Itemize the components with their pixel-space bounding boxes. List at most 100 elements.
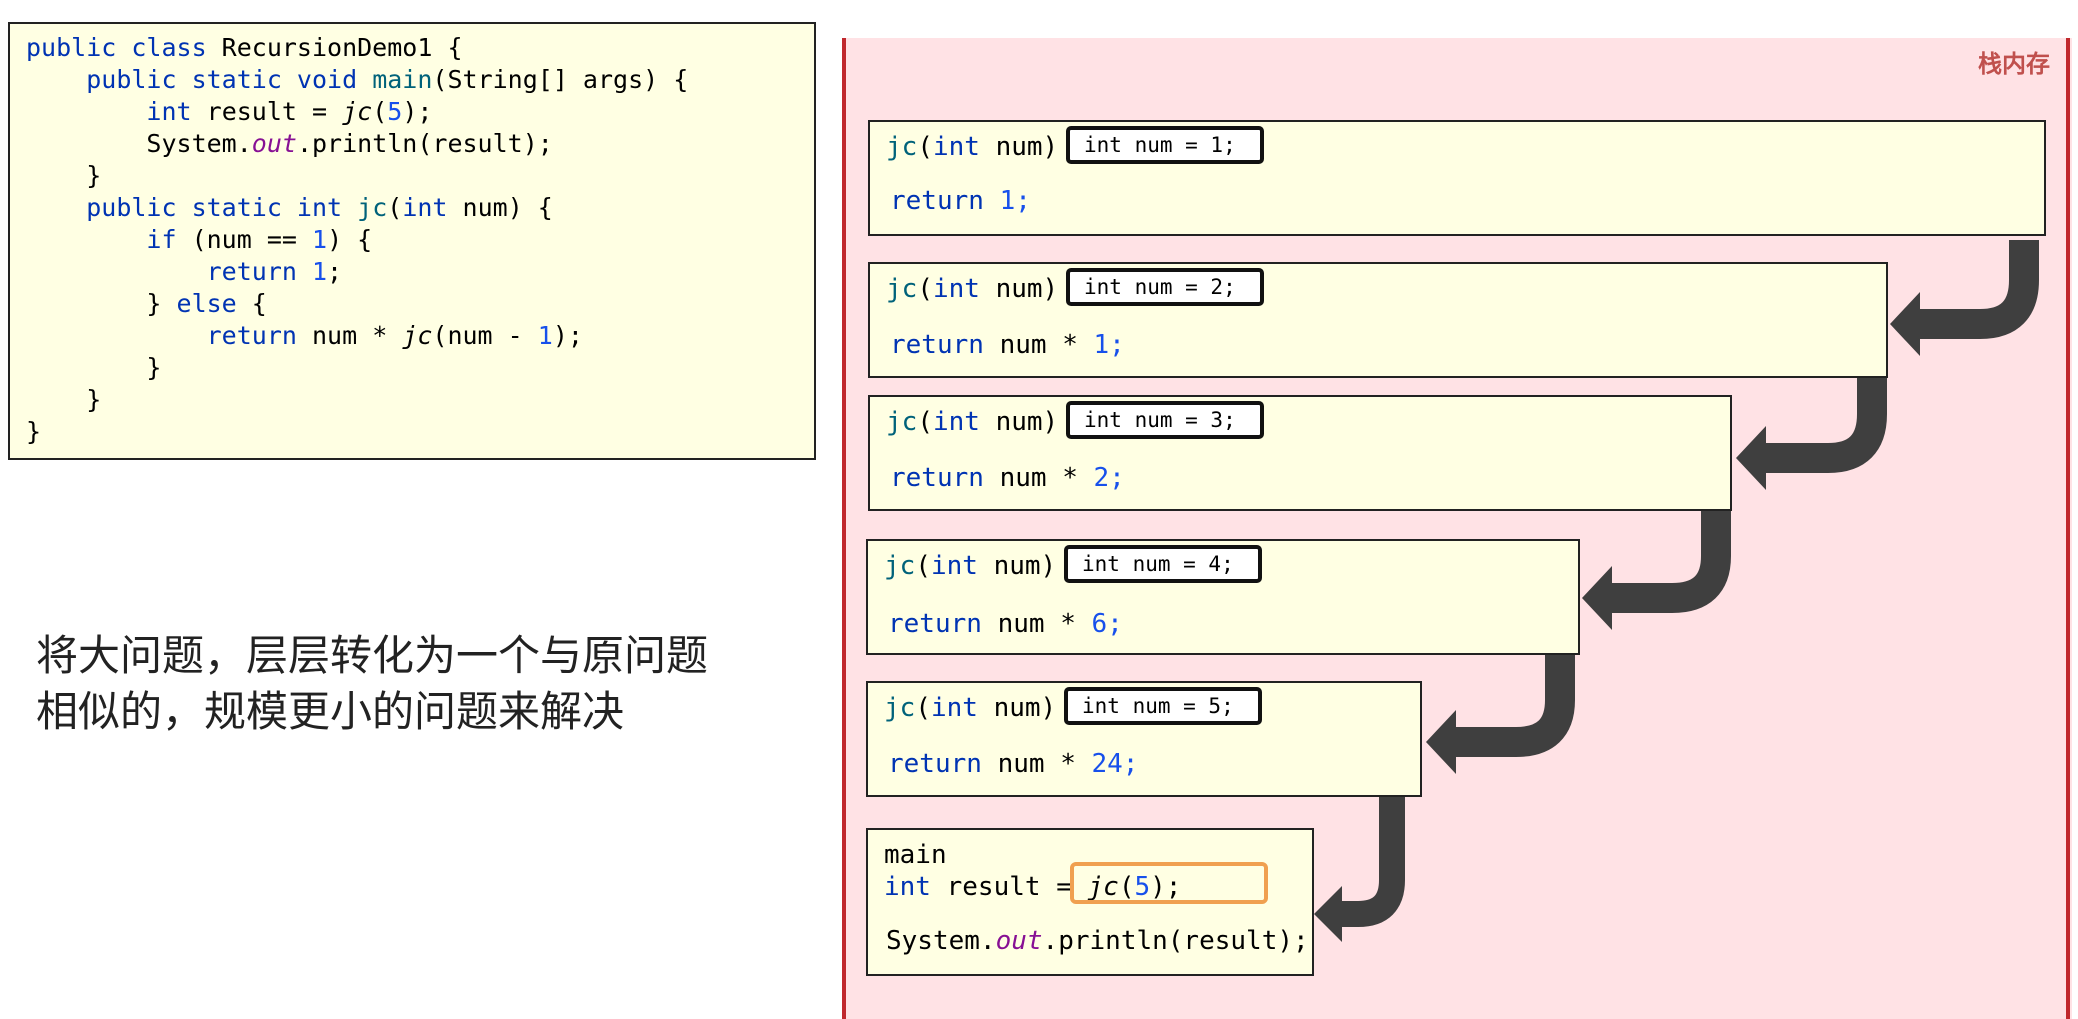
code-line: } xyxy=(26,160,101,192)
return-arrow-4-to-5 xyxy=(1456,655,1575,757)
frame-param-box: int num = 2; xyxy=(1066,268,1264,306)
frame-text: ( xyxy=(917,274,933,304)
code-text: ( xyxy=(372,97,388,126)
frame-return-value: 6; xyxy=(1091,609,1123,639)
code-line: public class RecursionDemo1 { xyxy=(26,32,463,64)
frame-text: .println(result); xyxy=(1042,926,1309,956)
arrowhead-icon xyxy=(1890,292,1920,356)
frame-param-box: int num = 1; xyxy=(1066,126,1264,164)
frame-text: ( xyxy=(917,132,933,162)
frame-keyword: int xyxy=(930,551,978,581)
frame-method: jc xyxy=(884,693,916,723)
frame-method: jc xyxy=(886,407,918,437)
code-call: jc xyxy=(402,321,433,350)
stack-right-border xyxy=(2066,38,2070,1019)
code-text: (num - xyxy=(432,321,538,350)
code-line: if (num == 1) { xyxy=(26,224,372,256)
code-text: { xyxy=(236,289,267,318)
frame-text: System. xyxy=(886,926,996,956)
code-call: jc xyxy=(342,97,373,126)
description-line: 相似的，规模更小的问题来解决 xyxy=(36,687,625,736)
frame-return-value: 1; xyxy=(1093,330,1125,360)
call-highlight-box xyxy=(1070,862,1268,904)
frame-keyword: return xyxy=(890,463,984,493)
frame-text: result = xyxy=(930,872,1088,902)
code-keyword: else xyxy=(176,289,237,318)
frame-method: jc xyxy=(886,132,918,162)
code-text: } xyxy=(146,289,177,318)
frame-text: ( xyxy=(917,407,933,437)
frame-return: return num * 2; xyxy=(890,461,1125,495)
arrowhead-icon xyxy=(1426,710,1456,774)
code-text: num * xyxy=(311,321,403,350)
frame-return: return num * 6; xyxy=(888,607,1123,641)
code-text: ( xyxy=(387,193,403,222)
code-keyword: public static int xyxy=(86,193,358,222)
frame-text: num) xyxy=(979,132,1059,162)
frame-keyword: return xyxy=(890,330,984,360)
frame-param-box: int num = 5; xyxy=(1064,687,1262,725)
code-line: return 1; xyxy=(26,256,342,288)
code-keyword: if xyxy=(146,225,192,254)
stack-title: 栈内存 xyxy=(1978,50,2050,78)
description-text: 将大问题，层层转化为一个与原问题 相似的，规模更小的问题来解决 xyxy=(36,628,796,740)
stack-frame-jc-2: jc(int num) int num = 2; return num * 1; xyxy=(868,262,1888,378)
main-frame-print: System.out.println(result); xyxy=(886,924,1309,958)
frame-call: jc xyxy=(1087,872,1119,902)
frame-text: num * xyxy=(981,749,1092,779)
frame-keyword: return xyxy=(888,609,982,639)
frame-return-value: 2; xyxy=(1093,463,1125,493)
code-text: ); xyxy=(402,97,433,126)
stack-frame-jc-1: jc(int num) int num = 1; return 1; xyxy=(868,120,2046,236)
frame-text: num) xyxy=(977,551,1057,581)
frame-text: num) xyxy=(979,407,1059,437)
stack-left-border xyxy=(842,38,846,1019)
frame-keyword: int xyxy=(932,274,980,304)
code-keyword: int xyxy=(146,97,207,126)
frame-text: ( xyxy=(915,693,931,723)
frame-signature: jc(int num) xyxy=(886,272,1058,306)
stack-frame-jc-5: jc(int num) int num = 5; return num * 24… xyxy=(866,681,1422,797)
frame-keyword: int xyxy=(930,693,978,723)
code-keyword: return xyxy=(206,321,312,350)
code-text: ; xyxy=(327,257,343,286)
code-line: } xyxy=(26,416,41,448)
frame-return-value: 1; xyxy=(999,186,1031,216)
stack-frame-jc-3: jc(int num) int num = 3; return num * 2; xyxy=(868,395,1732,511)
arrowhead-icon xyxy=(1582,566,1612,630)
return-arrow-5-to-main xyxy=(1342,797,1405,927)
frame-keyword: int xyxy=(932,132,980,162)
code-text: result = xyxy=(206,97,343,126)
frame-text: num) xyxy=(977,693,1057,723)
code-text: num) { xyxy=(447,193,553,222)
code-text: ); xyxy=(552,321,583,350)
stack-frame-jc-4: jc(int num) int num = 4; return num * 6; xyxy=(866,539,1580,655)
frame-number: 5 xyxy=(1134,872,1151,902)
code-number: 1 xyxy=(311,257,328,286)
frame-keyword: return xyxy=(890,186,984,216)
frame-signature: jc(int num) xyxy=(884,549,1056,583)
return-arrow-3-to-4 xyxy=(1612,511,1731,613)
frame-text: num) xyxy=(979,274,1059,304)
code-text: (num == xyxy=(191,225,312,254)
code-line: public static int jc(int num) { xyxy=(26,192,553,224)
code-line: int result = jc(5); xyxy=(26,96,432,128)
frame-param-box: int num = 3; xyxy=(1066,401,1264,439)
arrowhead-icon xyxy=(1736,426,1766,490)
code-text: } xyxy=(86,385,102,414)
code-line: return num * jc(num - 1); xyxy=(26,320,583,352)
code-text: } xyxy=(26,417,42,446)
code-field: out xyxy=(251,129,297,158)
code-line: public static void main(String[] args) { xyxy=(26,64,688,96)
main-frame-label: main xyxy=(884,840,947,870)
frame-signature: jc(int num) xyxy=(884,691,1056,725)
frame-return-value: 24; xyxy=(1091,749,1139,779)
code-method: jc xyxy=(357,193,388,222)
frame-field: out xyxy=(995,926,1043,956)
stack-frame-main: main int result = jc(5); System.out.prin… xyxy=(866,828,1314,976)
frame-keyword: int xyxy=(884,872,931,902)
code-panel: public class RecursionDemo1 { public sta… xyxy=(8,22,816,460)
code-keyword: int xyxy=(402,193,448,222)
code-number: 5 xyxy=(387,97,403,126)
